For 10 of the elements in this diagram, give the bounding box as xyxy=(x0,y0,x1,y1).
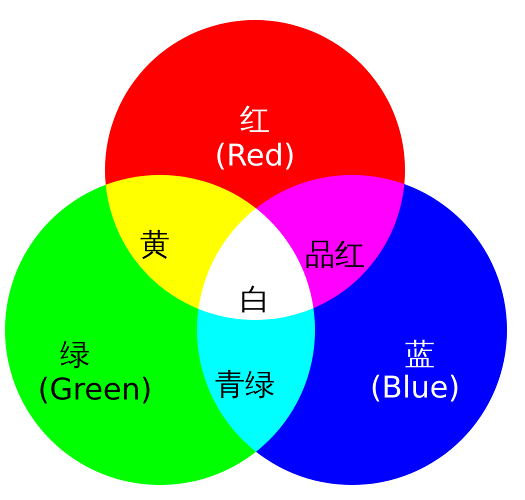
color-name: 红 xyxy=(240,104,270,136)
color-label: (Red) xyxy=(214,140,296,172)
color-name: 蓝 xyxy=(405,338,435,372)
color-label: (Blue) xyxy=(370,372,460,404)
overlap-label: 白 xyxy=(240,284,270,316)
overlap-label: 青绿 xyxy=(215,368,275,402)
overlap-label: 品红 xyxy=(305,238,365,272)
overlap-label: 黄 xyxy=(140,228,170,262)
color-label: (Green) xyxy=(38,374,152,406)
color-name: 绿 xyxy=(60,338,90,372)
